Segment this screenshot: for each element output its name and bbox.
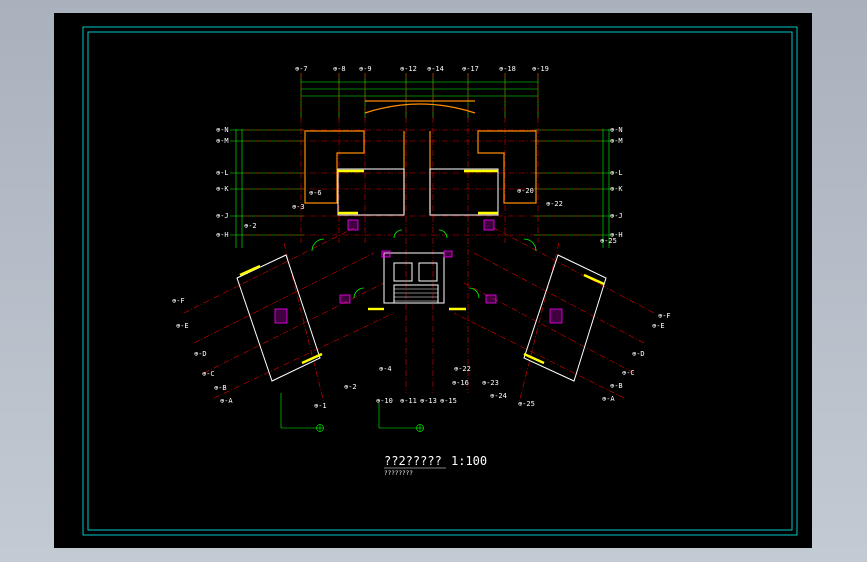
- axis-tag-right: ⊕-H: [610, 231, 623, 239]
- axis-tag-top: ⊕-14: [427, 65, 444, 73]
- axis-tag-inner: ⊕-6: [309, 189, 322, 197]
- axis-tag-top: ⊕-19: [532, 65, 549, 73]
- axis-tag-right_wing: ⊕-E: [652, 322, 665, 330]
- axis-tag-bottom: ⊕-10: [376, 397, 393, 405]
- axis-tag-left_wing: ⊕-A: [220, 397, 233, 405]
- axis-tag-bottom: ⊕-13: [420, 397, 437, 405]
- axis-tag-inner: ⊕-3: [292, 203, 305, 211]
- inner-frame: [87, 31, 793, 531]
- outer-frame: [82, 26, 798, 536]
- top-dimensions: [300, 73, 539, 118]
- bubble-leaders: [280, 393, 424, 432]
- axis-tag-top: ⊕-7: [295, 65, 308, 73]
- axis-tag-right_wing: ⊕-F: [658, 312, 671, 320]
- axis-tag-inner: ⊕-22: [546, 200, 563, 208]
- axis-tag-right_wing: ⊕-A: [602, 395, 615, 403]
- scale-text: 1:100: [451, 454, 487, 468]
- axis-tag-inner: ⊕-2: [244, 222, 257, 230]
- axis-tag-bottom: ⊕-25: [518, 400, 535, 408]
- axis-tag-bottom: ⊕-11: [400, 397, 417, 405]
- axis-tag-left: ⊕-K: [216, 185, 229, 193]
- axis-tag-inner: ⊕-25: [600, 237, 617, 245]
- axis-tags: ⊕-7 ⊕-8 ⊕-9 ⊕-12 ⊕-14 ⊕-17 ⊕-18 ⊕-19 ⊕-N ⊕-M ⊕-L ⊕-…: [172, 65, 671, 410]
- axis-tag-right: ⊕-K: [610, 185, 623, 193]
- axis-tag-right_wing: ⊕-C: [622, 369, 635, 377]
- axis-tag-bottom: ⊕-16: [452, 379, 469, 387]
- axis-tag-top: ⊕-8: [333, 65, 346, 73]
- axis-tag-right: ⊕-N: [610, 126, 623, 134]
- wall-highlights: [239, 169, 605, 365]
- axis-tag-right: ⊕-M: [610, 137, 623, 145]
- subtitle-text: ????????: [384, 470, 413, 477]
- axis-tag-bottom: ⊕-23: [482, 379, 499, 387]
- axis-tag-bottom: ⊕-15: [440, 397, 457, 405]
- axis-tag-top: ⊕-18: [499, 65, 516, 73]
- axis-tag-bottom: ⊕-4: [379, 365, 392, 373]
- axis-tag-left: ⊕-M: [216, 137, 229, 145]
- axis-tag-bottom: ⊕-24: [490, 392, 507, 400]
- axis-tag-left_wing: ⊕-B: [214, 384, 227, 392]
- building-outline: [304, 100, 537, 213]
- cad-viewport[interactable]: ⊕-7 ⊕-8 ⊕-9 ⊕-12 ⊕-14 ⊕-17 ⊕-18 ⊕-19 ⊕-N ⊕-M ⊕-L ⊕-…: [54, 13, 812, 548]
- door-swings: [311, 229, 537, 299]
- axis-tag-top: ⊕-12: [400, 65, 417, 73]
- axis-tag-bottom: ⊕-1: [314, 402, 327, 410]
- axis-tag-left_wing: ⊕-E: [176, 322, 189, 330]
- axis-tag-left: ⊕-L: [216, 169, 229, 177]
- axis-tag-left: ⊕-N: [216, 126, 229, 134]
- stair: [394, 288, 438, 302]
- axis-tag-right_wing: ⊕-D: [632, 350, 645, 358]
- floor-plan-drawing: ⊕-7 ⊕-8 ⊕-9 ⊕-12 ⊕-14 ⊕-17 ⊕-18 ⊕-19 ⊕-N ⊕-M ⊕-L ⊕-…: [82, 26, 798, 536]
- walls: [236, 168, 607, 382]
- axis-tag-right: ⊕-J: [610, 212, 623, 220]
- axis-tag-left_wing: ⊕-F: [172, 297, 185, 305]
- axis-grid: [183, 73, 655, 404]
- axis-tag-top: ⊕-9: [359, 65, 372, 73]
- axis-tag-right_wing: ⊕-B: [610, 382, 623, 390]
- fixtures: [274, 219, 563, 324]
- axis-tag-inner: ⊕-20: [517, 187, 534, 195]
- side-dimensions: [230, 129, 614, 248]
- axis-tag-left_wing: ⊕-C: [202, 370, 215, 378]
- axis-tag-right: ⊕-L: [610, 169, 623, 177]
- drawing-title: ??2????? 1:100 ????????: [384, 454, 487, 477]
- axis-tag-bottom: ⊕-22: [454, 365, 471, 373]
- axis-tag-left: ⊕-H: [216, 231, 229, 239]
- axis-tag-top: ⊕-17: [462, 65, 479, 73]
- axis-tag-left: ⊕-J: [216, 212, 229, 220]
- axis-tag-left_wing: ⊕-D: [194, 350, 207, 358]
- title-text: ??2?????: [384, 454, 442, 468]
- axis-tag-bottom: ⊕-2: [344, 383, 357, 391]
